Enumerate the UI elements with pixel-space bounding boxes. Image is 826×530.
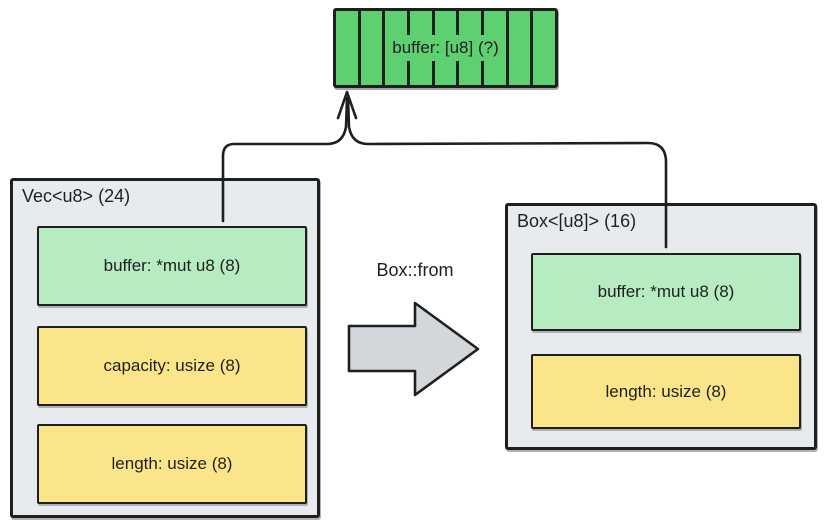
heap-cell [509,11,534,85]
box-field-buffer: buffer: *mut u8 (8) [531,253,801,331]
transform-label: Box::from [376,260,454,280]
box-field-length: length: usize (8) [531,354,801,429]
heap-buffer-label: buffer: [u8] (?) [386,35,505,61]
box-from-arrow-icon [347,301,480,397]
heap-cell [361,11,386,85]
heap-label-wrap: buffer: [u8] (?) [336,11,555,85]
vec-struct-title: Vec<u8> (24) [22,186,131,206]
heap-cell [484,11,509,85]
box-struct-box: Box<[u8]> (16) buffer: *mut u8 (8) lengt… [505,203,817,450]
heap-cell [336,11,361,85]
box-struct-title: Box<[u8]> (16) [517,211,637,231]
heap-arrowhead-icon [336,90,358,120]
vec-field-capacity: capacity: usize (8) [37,326,307,406]
vec-struct-box: Vec<u8> (24) buffer: *mut u8 (8) capacit… [10,178,320,518]
vec-field-length: length: usize (8) [37,424,307,504]
vec-field-buffer: buffer: *mut u8 (8) [37,226,307,306]
heap-buffer-box: buffer: [u8] (?) [333,8,558,88]
